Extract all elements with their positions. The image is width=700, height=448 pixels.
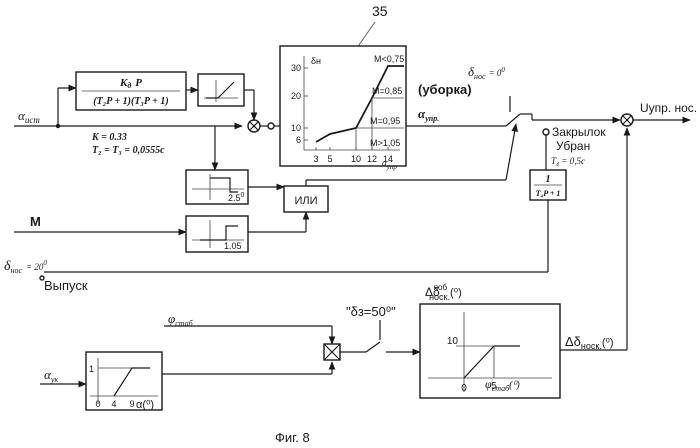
t4-param: T₄ = 0,5c — [551, 156, 585, 166]
dz-x-tick: 0 — [461, 383, 467, 394]
relay2-label: 1.05 — [224, 241, 242, 251]
small-node — [268, 123, 274, 129]
kd-param: K = 0.33 — [91, 132, 127, 143]
ref-number: 35 — [372, 3, 388, 19]
flap-node — [543, 129, 549, 135]
sched-curve-label: M>1,05 — [370, 138, 400, 148]
alpha-x-tick: 9 — [129, 399, 134, 409]
sched-x-tick: 5 — [327, 154, 332, 164]
delta-out-label: Δδноск.(⁰) — [565, 334, 614, 351]
alpha-x-tick: 0 — [95, 399, 100, 409]
ili-label: ИЛИ — [294, 195, 317, 207]
dz-chart-title: Δδпобноск.(⁰) — [425, 283, 462, 302]
t23-param: T₂ = T₃ = 0,0555c — [92, 145, 165, 156]
vypusk-node — [40, 276, 44, 280]
sched-y-tick: 20 — [291, 91, 301, 101]
alpha-uk-label: αук — [44, 367, 58, 384]
delta-nos-vypusk: δнос= 200 — [4, 259, 47, 275]
sched-x-axis-sub: упр — [386, 163, 398, 171]
flap-line1: Закрылок — [552, 125, 606, 139]
sched-y-tick: 6 — [296, 135, 301, 145]
sched-curve-label: M=0,95 — [370, 116, 400, 126]
sched-y-tick: 30 — [291, 63, 301, 73]
figure-caption: Фиг. 8 — [275, 430, 310, 445]
mach-label: M — [30, 214, 41, 229]
sched-x-tick: 3 — [313, 154, 318, 164]
sched-y-axis-label: δн — [311, 56, 321, 66]
alpha-ist-label: αист — [18, 108, 40, 125]
alpha-x-axis-label: α(⁰) — [136, 399, 154, 411]
ili-to-switch-line — [506, 124, 516, 180]
sched-x-tick: 10 — [351, 154, 361, 164]
lag-den: T₄P + 1 — [536, 189, 561, 198]
alpha-x-tick: 4 — [111, 399, 116, 409]
sched-curve-label: M=0,85 — [372, 86, 402, 96]
alpha-upr-label: αупр. — [418, 106, 439, 123]
top-switch-blade — [506, 114, 520, 126]
flap-line2: Убран — [556, 139, 590, 153]
uborka-label: (уборка) — [418, 82, 472, 97]
delta-z-label: "δз=50⁰" — [346, 304, 396, 319]
sched-x-tick: 12 — [367, 154, 377, 164]
sched-y-tick: 10 — [291, 123, 301, 133]
lag-num: 1 — [546, 174, 551, 185]
alpha-y-tick: 1 — [89, 364, 94, 374]
dz-y-tick: 10 — [447, 336, 459, 347]
filter-denominator: (T₂P + 1)(T₃P + 1) — [93, 96, 168, 107]
u-out-label: Uупр. нос. — [640, 101, 697, 115]
vypusk-label: Выпуск — [44, 278, 88, 293]
delta-nos-uborka: δнос= 00 — [468, 64, 505, 81]
bottom-switch-blade — [366, 342, 380, 352]
deadzone-block — [198, 74, 244, 106]
sched-curve-label: M<0,75 — [374, 54, 404, 64]
